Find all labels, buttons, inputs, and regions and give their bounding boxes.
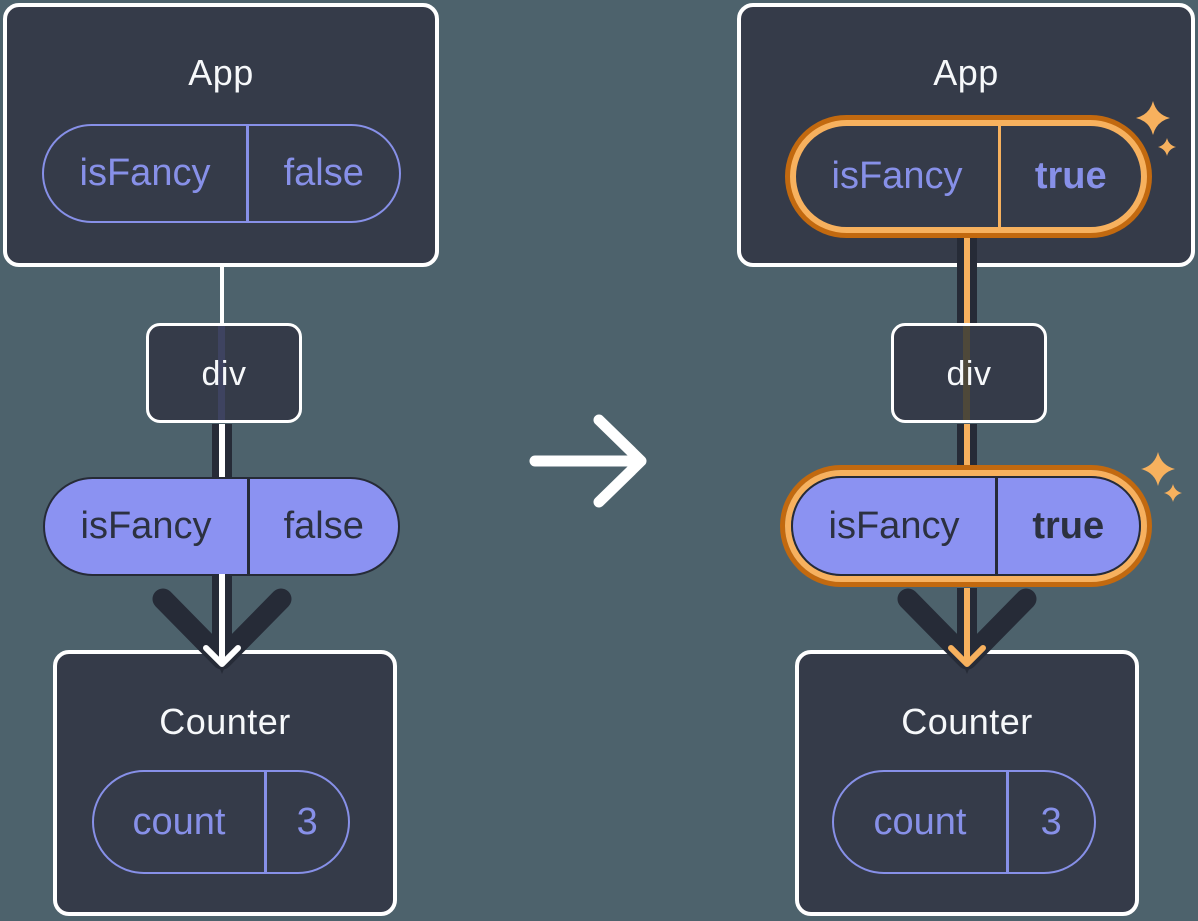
prop-name: isFancy	[80, 505, 212, 547]
pill-divider	[998, 126, 1001, 227]
prop-flow-line	[957, 230, 977, 323]
sparkle-icon	[1141, 452, 1182, 502]
state-pill: count 3	[92, 770, 350, 874]
pill-divider	[264, 772, 267, 872]
prop-flow-line	[220, 264, 224, 326]
component-title: App	[188, 52, 254, 93]
prop-pill-highlighted: isFancy true	[790, 120, 1147, 233]
prop-name: isFancy	[79, 152, 211, 194]
state-name: count	[873, 800, 967, 843]
div-element-box	[146, 323, 302, 423]
prop-flow-line	[212, 424, 232, 481]
state-pill: count 3	[832, 770, 1096, 874]
prop-flow-line-dim	[218, 326, 225, 420]
prop-flow-line-dim	[963, 326, 970, 420]
component-title: Counter	[901, 701, 1033, 742]
prop-pill-highlighted: isFancy true	[785, 470, 1147, 582]
div-element-box	[891, 323, 1047, 423]
state-value: 3	[1040, 800, 1062, 843]
prop-value: false	[283, 152, 364, 194]
element-title: div	[201, 355, 247, 393]
pill-divider	[995, 478, 998, 574]
prop-value: true	[1032, 504, 1105, 547]
prop-value: true	[1034, 155, 1107, 197]
component-title: Counter	[159, 701, 291, 742]
prop-name: isFancy	[831, 155, 963, 197]
state-name: count	[132, 800, 226, 843]
prop-pill: isFancy false	[42, 124, 401, 223]
pill-divider	[247, 479, 250, 574]
prop-name: isFancy	[828, 504, 960, 547]
prop-flow-line	[957, 424, 977, 481]
state-value: 3	[296, 800, 318, 843]
pill-divider	[1006, 772, 1009, 872]
element-title: div	[946, 355, 992, 393]
pill-divider	[246, 126, 249, 221]
transition-arrow-icon	[529, 414, 647, 508]
prop-pill: isFancy true	[796, 126, 1141, 227]
prop-value: false	[283, 505, 364, 547]
component-title: App	[933, 52, 999, 93]
prop-pill: isFancy false	[43, 477, 400, 576]
prop-pill: isFancy true	[791, 476, 1141, 576]
